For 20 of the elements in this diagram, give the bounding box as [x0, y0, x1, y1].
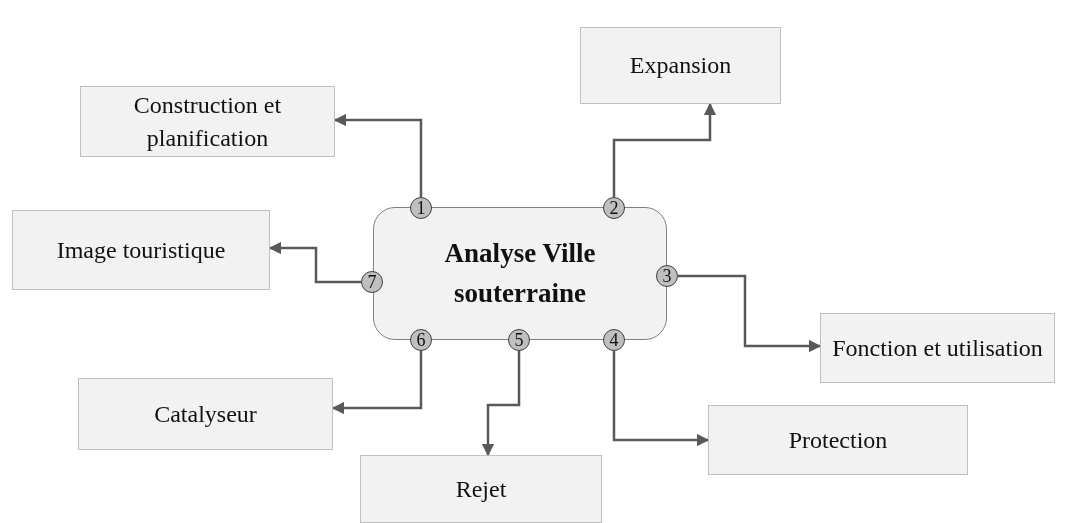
arrow: [612, 351, 710, 447]
process-box: Fonction et utilisation: [820, 313, 1055, 383]
arrow: [331, 351, 423, 415]
process-box: Protection: [708, 405, 968, 475]
arrow: [481, 351, 521, 457]
arrow: [333, 113, 423, 197]
number-circle: 2: [603, 197, 625, 219]
process-box: Construction et planification: [80, 86, 335, 157]
arrow: [612, 102, 717, 197]
process-box: Catalyseur: [78, 378, 333, 450]
process-box: Expansion: [580, 27, 781, 104]
number-circle: 6: [410, 329, 432, 351]
arrow: [268, 241, 361, 284]
process-box: Image touristique: [12, 210, 270, 290]
process-box: Rejet: [360, 455, 602, 523]
number-circle: 3: [656, 265, 678, 287]
number-circle: 7: [361, 271, 383, 293]
number-circle: 1: [410, 197, 432, 219]
number-circle: 4: [603, 329, 625, 351]
arrow: [678, 274, 822, 353]
